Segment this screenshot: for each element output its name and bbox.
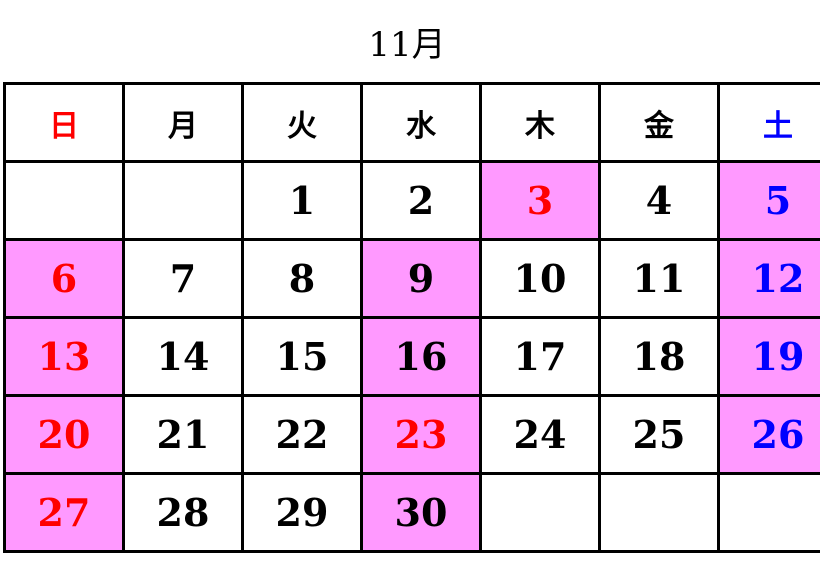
day-cell: 4: [598, 160, 720, 241]
day-cell: 17: [479, 316, 601, 397]
day-cell: 5: [717, 160, 820, 241]
empty-day-cell: [3, 160, 125, 241]
day-cell: 14: [122, 316, 244, 397]
day-cell: 27: [3, 472, 125, 553]
empty-day-cell: [479, 472, 601, 553]
day-cell: 25: [598, 394, 720, 475]
weekday-header-sunday: 日: [3, 82, 125, 163]
weekday-header-thursday: 木: [479, 82, 601, 163]
day-cell: 10: [479, 238, 601, 319]
weekday-header-tuesday: 火: [241, 82, 363, 163]
empty-day-cell: [122, 160, 244, 241]
day-cell: 30: [360, 472, 482, 553]
month-title: 11月: [368, 25, 446, 65]
day-cell: 11: [598, 238, 720, 319]
day-cell: 1: [241, 160, 363, 241]
day-cell: 23: [360, 394, 482, 475]
week-row: 1 2 3 4 5: [3, 160, 820, 241]
weekday-header-saturday: 土: [717, 82, 820, 163]
day-cell: 22: [241, 394, 363, 475]
day-cell: 20: [3, 394, 125, 475]
empty-day-cell: [717, 472, 820, 553]
day-cell: 24: [479, 394, 601, 475]
day-cell: 13: [3, 316, 125, 397]
day-cell: 16: [360, 316, 482, 397]
week-row: 20 21 22 23 24 25 26: [3, 394, 820, 475]
day-cell: 3: [479, 160, 601, 241]
day-cell: 8: [241, 238, 363, 319]
day-cell: 18: [598, 316, 720, 397]
week-row: 13 14 15 16 17 18 19: [3, 316, 820, 397]
day-cell: 28: [122, 472, 244, 553]
day-cell: 12: [717, 238, 820, 319]
day-cell: 26: [717, 394, 820, 475]
day-cell: 7: [122, 238, 244, 319]
weekday-header-row: 日 月 火 水 木 金 土: [3, 82, 820, 163]
empty-day-cell: [598, 472, 720, 553]
day-cell: 6: [3, 238, 125, 319]
day-cell: 9: [360, 238, 482, 319]
weekday-header-wednesday: 水: [360, 82, 482, 163]
weekday-header-friday: 金: [598, 82, 720, 163]
week-row: 27 28 29 30: [3, 472, 820, 553]
day-cell: 2: [360, 160, 482, 241]
day-cell: 29: [241, 472, 363, 553]
weekday-header-monday: 月: [122, 82, 244, 163]
week-row: 6 7 8 9 10 11 12: [3, 238, 820, 319]
day-cell: 21: [122, 394, 244, 475]
day-cell: 19: [717, 316, 820, 397]
day-cell: 15: [241, 316, 363, 397]
calendar-grid: 日 月 火 水 木 金 土 1 2 3 4 5 6 7 8 9 10 11 12: [3, 82, 820, 553]
